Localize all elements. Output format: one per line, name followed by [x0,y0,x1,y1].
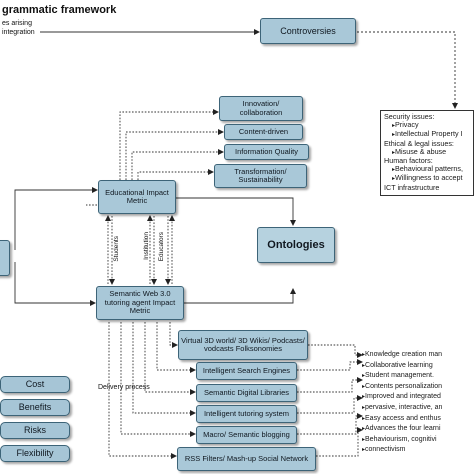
intelligent-search-engines-box[interactable]: Intelligent Search Engines [196,362,297,380]
intelligent-tutoring-system-box[interactable]: Intelligent tutoring system [196,405,297,423]
benefits-list-item: Easy access and enthus [362,414,474,425]
controversies-list-item: Willingness to accept [384,174,470,183]
transformation-sustainability-box[interactable]: Transformation/ Sustainability [214,164,307,188]
educational-impact-metric-box[interactable]: Educational Impact Metric [98,180,176,214]
content-driven-box[interactable]: Content-driven [224,124,303,140]
left-framework-box [0,240,10,276]
controversies-list-item: Privacy [384,121,470,130]
controversies-list-item: Security issues: [384,112,435,121]
benefits-list-item: Collaborative learning [362,361,474,372]
controversies-list-item: Behavioural patterns, [384,165,470,174]
controversies-list-item: Intellectual Property I [384,130,470,139]
virtual-3d-world-box[interactable]: Virtual 3D world/ 3D Wikis/ Podcasts/ vo… [178,330,308,360]
controversies-list-item: Misuse & abuse [384,147,470,157]
educators-label: Educators [158,232,165,262]
semantic-digital-libraries-box[interactable]: Semantic Digital Libraries [196,384,297,402]
controversies-list-item: Human factors: [384,156,433,166]
header-note-line1: es arising [2,20,32,27]
controversies-list: Security issues:PrivacyIntellectual Prop… [380,110,474,196]
controversies-list-item: ICT infrastructure [384,182,440,192]
header-note-line2: integration [2,29,35,36]
benefits-list-item: Knowledge creation man [362,350,474,361]
students-label: Students [113,236,120,262]
risks-box[interactable]: Risks [0,422,70,439]
macro-semantic-blogging-box[interactable]: Macro/ Semantic blogging [196,426,297,444]
benefits-list-item: pervasive, interactive, an [362,403,474,414]
controversies-list-item: Ethical & legal issues: [384,138,454,148]
benefits-list-item: connectivism [362,445,474,456]
information-quality-box[interactable]: Information Quality [224,144,309,160]
benefits-list: Knowledge creation manCollaborative lear… [362,350,474,472]
ontologies-box[interactable]: Ontologies [257,227,335,263]
framework-title: grammatic framework [2,4,117,16]
flexibility-box[interactable]: Flexibility [0,445,70,462]
controversies-box[interactable]: Controversies [260,18,356,44]
benefits-box[interactable]: Benefits [0,399,70,416]
benefits-list-item: Advances the four learni [362,424,474,435]
benefits-list-item: Contents personalization [362,382,474,393]
semantic-web-metric-box[interactable]: Semantic Web 3.0 tutoring agent Impact M… [96,286,184,320]
benefits-list-item: Behaviourism, cognitivi [362,435,474,446]
benefits-list-item: Improved and integrated [362,392,474,403]
rss-filters-box[interactable]: RSS Filters/ Mash-up Social Network [177,447,316,471]
cost-box[interactable]: Cost [0,376,70,393]
innovation-collaboration-box[interactable]: Innovation/ collaboration [219,96,303,121]
institution-label: Institution [143,232,150,260]
delivery-process-label: Delivery process [98,384,150,391]
benefits-list-item: Student management. [362,371,474,382]
